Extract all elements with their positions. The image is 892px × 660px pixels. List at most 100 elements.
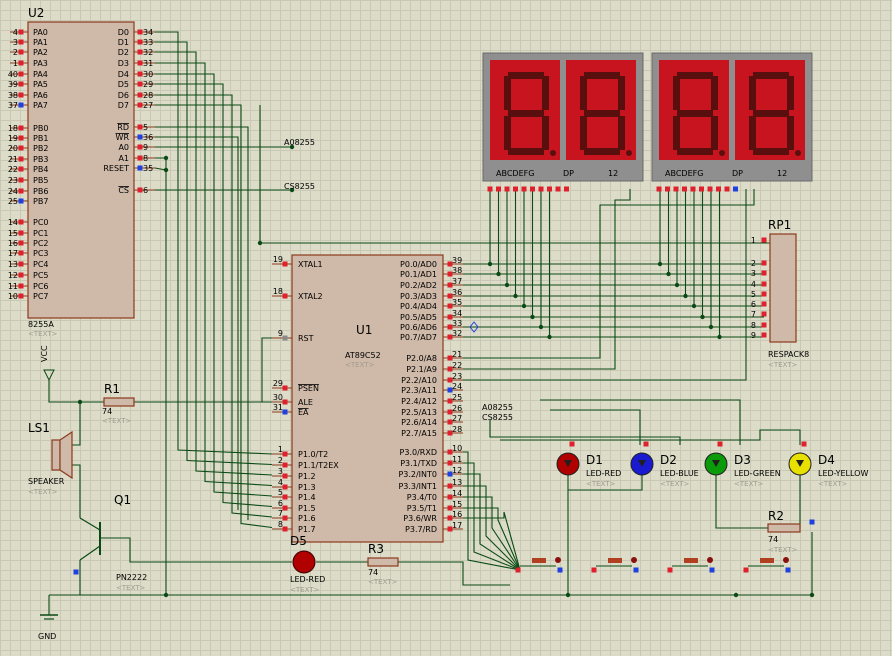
pin-marker	[761, 301, 767, 307]
pin-marker	[447, 271, 453, 277]
u2-pin-name: PB0	[33, 124, 48, 133]
pin-marker	[447, 398, 453, 404]
push-button	[684, 558, 698, 563]
u2-pin-number: 13	[8, 260, 18, 269]
junction-dot	[513, 293, 518, 299]
digit-segment	[618, 116, 625, 150]
u2-pin-number: 29	[143, 80, 153, 89]
wire	[463, 485, 521, 571]
u1-pin-number: 35	[452, 298, 462, 307]
pin-marker	[447, 303, 453, 309]
u1-pin-number: 28	[452, 425, 462, 434]
wire	[550, 409, 641, 445]
digit-segment	[584, 110, 620, 117]
pin-marker	[137, 71, 143, 77]
pin-marker	[673, 186, 679, 192]
u2-pin-number: 22	[8, 165, 18, 174]
pin-marker	[18, 188, 24, 194]
junction-dot	[700, 314, 705, 320]
junction-dot	[657, 261, 663, 267]
u2-pin-number: 11	[8, 282, 18, 291]
pin-marker	[447, 419, 453, 425]
digit-segment	[711, 116, 718, 150]
digit-segment	[753, 72, 789, 79]
u1-pin-name: P3.3/INT1	[398, 482, 437, 491]
q1-placeholder: <TEXT>	[116, 584, 146, 592]
r3-body	[367, 557, 399, 567]
pin-marker	[761, 322, 767, 328]
pin-marker	[18, 102, 24, 108]
u1-pin-number: 19	[273, 255, 283, 264]
junction-dot	[538, 324, 544, 330]
wire	[398, 561, 510, 586]
q1-ref: Q1	[114, 493, 131, 507]
pin-marker	[809, 519, 815, 525]
u1-pin-number: 32	[452, 329, 462, 338]
pin-marker	[18, 156, 24, 162]
pin-marker	[447, 334, 453, 340]
u1-pin-name: P0.4/AD4	[400, 302, 437, 311]
rp1-body	[769, 233, 797, 343]
u2-pin-name: WR	[116, 133, 130, 142]
u1-pin-name: P0.7/AD7	[400, 333, 437, 342]
u1-pin-name: P3.4/T0	[407, 493, 437, 502]
pin-marker	[724, 186, 730, 192]
junction-dot	[683, 293, 688, 299]
ls1-ref: LS1	[28, 421, 50, 435]
u2-pin-number: 23	[8, 176, 18, 185]
u2-pin-name: PC1	[33, 229, 49, 238]
wire	[715, 475, 768, 529]
u1-pin-name: P3.5/T1	[407, 504, 437, 513]
pin-marker	[137, 92, 143, 98]
rp1-pin-number: 9	[751, 331, 756, 340]
digit-segment	[508, 110, 544, 117]
junction-dot	[530, 314, 535, 320]
pin-marker	[282, 505, 288, 511]
pin-marker	[18, 125, 24, 131]
pin-marker	[707, 186, 713, 192]
pin-marker	[282, 494, 288, 500]
rp1-pin-number: 5	[751, 290, 756, 299]
pin-marker	[716, 186, 721, 192]
u2-pin-name: PA3	[33, 59, 48, 68]
junction-dot	[674, 282, 680, 288]
pin-marker	[643, 441, 649, 447]
pin-marker	[18, 92, 24, 98]
gnd-label: GND	[38, 632, 56, 641]
u1-pin-name: P0.0/AD0	[400, 260, 437, 269]
u1-pin-name: P0.6/AD6	[400, 323, 437, 332]
pin-marker	[137, 155, 143, 161]
u2-pin-number: 1	[13, 59, 18, 68]
u1-pin-number: 21	[452, 350, 462, 359]
wire	[463, 507, 521, 571]
pin-marker	[761, 281, 767, 287]
pin-marker	[591, 567, 597, 573]
u2-pin-name: D4	[118, 70, 129, 79]
pin-marker	[282, 293, 288, 299]
digit-segment	[787, 76, 794, 110]
u2-pin-number: 15	[8, 229, 18, 238]
u2-pin-number: 2	[13, 48, 18, 57]
u2-pin-name: PB1	[33, 134, 48, 143]
u2-pin-name: PA7	[33, 101, 48, 110]
u1-pin-name: P3.2/INT0	[398, 470, 437, 479]
u1-pin-name: P1.7	[298, 525, 316, 534]
led-part: LED-GREEN	[734, 469, 781, 478]
push-button	[608, 558, 622, 563]
r1-ref: R1	[104, 382, 120, 396]
pin-marker	[137, 49, 143, 55]
u1-pin-number: 4	[278, 478, 283, 487]
pin-marker	[18, 219, 24, 225]
pin-marker	[282, 451, 288, 457]
u2-pin-number: 34	[143, 28, 153, 37]
u1-pin-number: 24	[452, 382, 462, 391]
digit-segment	[504, 76, 511, 110]
junction-dot	[257, 240, 263, 246]
led-ref: D1	[586, 453, 603, 467]
u1-pin-name: P2.4/A12	[401, 397, 437, 406]
u2-pin-number: 24	[8, 187, 18, 196]
digit-segment	[508, 148, 544, 155]
led-ref: D3	[734, 453, 751, 467]
u1-pin-number: 17	[452, 521, 462, 530]
digit-segment	[677, 148, 713, 155]
